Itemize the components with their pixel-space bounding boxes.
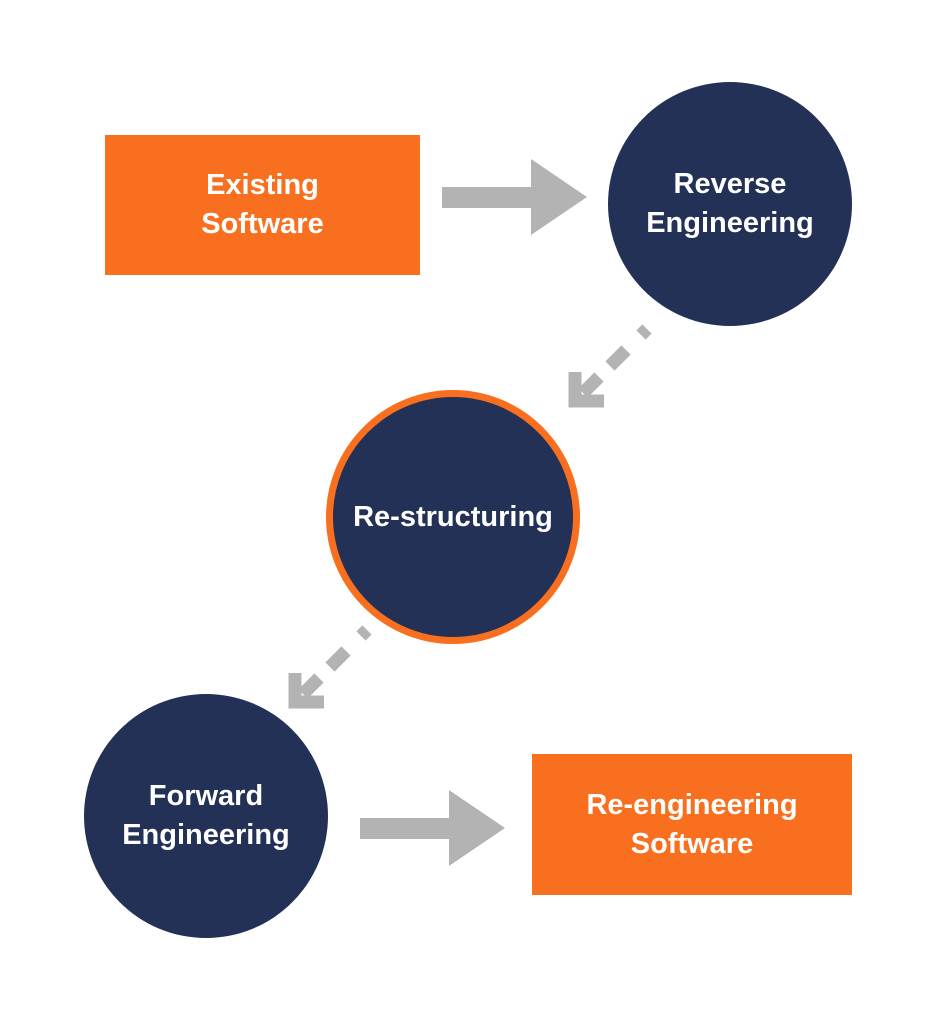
- node-existing-software-label: Existing Software: [201, 169, 324, 240]
- arrow-right-icon: [360, 790, 505, 866]
- node-re-engineering-software-label: Re-engineering Software: [586, 788, 798, 860]
- arrow-down-left-dashed-icon: [288, 625, 372, 709]
- node-forward-engineering-label: Forward Engineering: [122, 780, 290, 851]
- node-re-structuring-label: Re-structuring: [353, 500, 553, 533]
- node-existing-software: Existing Software: [105, 135, 420, 275]
- arrow-down-left-dashed-icon: [568, 324, 652, 408]
- node-forward-engineering: Forward Engineering: [84, 694, 328, 938]
- node-reverse-engineering-label: Reverse Engineering: [646, 168, 814, 239]
- node-re-engineering-software: Re-engineering Software: [532, 754, 852, 895]
- node-re-structuring: Re-structuring: [326, 390, 580, 644]
- arrow-right-icon: [442, 159, 587, 235]
- node-reverse-engineering: Reverse Engineering: [608, 82, 852, 326]
